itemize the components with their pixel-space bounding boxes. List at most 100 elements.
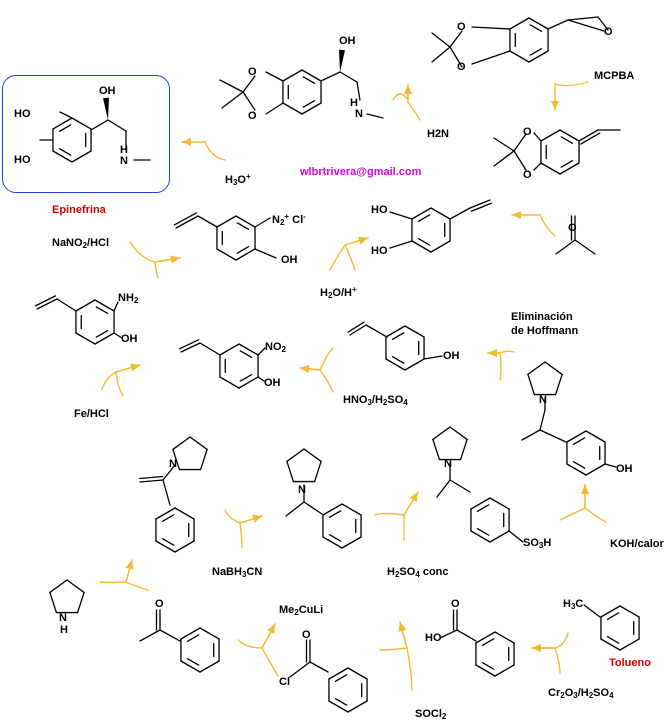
bond bbox=[90, 119, 109, 131]
bond bbox=[239, 350, 253, 359]
bond bbox=[493, 150, 515, 167]
atom-ho: HO bbox=[371, 204, 388, 216]
bond bbox=[529, 47, 543, 56]
bond bbox=[161, 514, 175, 523]
product-highlight-box bbox=[2, 75, 170, 193]
bond bbox=[547, 19, 569, 30]
bond bbox=[186, 634, 200, 643]
bond bbox=[216, 215, 237, 228]
atom-no2: NO2 bbox=[265, 341, 286, 354]
bond bbox=[544, 361, 563, 376]
bond bbox=[58, 124, 72, 133]
bond bbox=[493, 137, 515, 152]
bond bbox=[339, 71, 358, 83]
reagent-curve bbox=[539, 214, 556, 237]
arrow-head bbox=[300, 364, 310, 373]
atom-oh: OH bbox=[616, 463, 633, 475]
arrow-head bbox=[551, 101, 559, 110]
atom-nh: H bbox=[120, 144, 128, 156]
bond bbox=[572, 460, 586, 469]
bond bbox=[334, 674, 348, 683]
bond bbox=[533, 132, 542, 142]
bond bbox=[94, 332, 115, 345]
atom-o: O bbox=[302, 629, 311, 641]
bond bbox=[328, 510, 342, 519]
bond bbox=[578, 129, 599, 142]
bond bbox=[459, 438, 468, 461]
bond bbox=[540, 162, 561, 175]
atom-oh: HO bbox=[425, 632, 442, 644]
atom-oh: OH bbox=[339, 35, 356, 47]
bond bbox=[449, 479, 471, 493]
bond bbox=[619, 638, 640, 651]
reagent-curve bbox=[407, 101, 421, 121]
bond bbox=[254, 217, 271, 228]
bond bbox=[528, 50, 549, 63]
bond bbox=[180, 627, 201, 640]
reagent-curve bbox=[115, 371, 124, 397]
bond bbox=[242, 91, 256, 111]
atom-ho: HO bbox=[14, 154, 31, 166]
bond bbox=[52, 150, 73, 163]
reagent-curve bbox=[319, 369, 334, 393]
bond bbox=[481, 638, 495, 647]
bond bbox=[439, 629, 458, 639]
reagent-cuprate: Me2CuLi bbox=[279, 604, 324, 617]
bond bbox=[328, 700, 349, 713]
reagent-hydronium: H3O+ bbox=[225, 172, 251, 187]
reagent-sulfuric-acid: H2SO4 conc bbox=[387, 566, 449, 579]
bond bbox=[566, 463, 587, 476]
bond bbox=[56, 298, 77, 312]
arrow-head bbox=[125, 560, 134, 570]
bond bbox=[513, 150, 527, 171]
bond bbox=[436, 479, 451, 498]
bond bbox=[404, 358, 425, 371]
bond bbox=[456, 629, 477, 642]
bond bbox=[162, 464, 176, 481]
reagent-curve bbox=[554, 647, 561, 674]
bond bbox=[430, 240, 451, 253]
bond bbox=[585, 463, 606, 476]
bond bbox=[431, 32, 451, 48]
bond bbox=[320, 71, 341, 82]
bond bbox=[476, 527, 490, 536]
bond bbox=[389, 211, 413, 220]
bond bbox=[235, 248, 256, 261]
bond bbox=[585, 430, 606, 443]
bond bbox=[489, 530, 510, 543]
bond bbox=[475, 631, 496, 644]
bond bbox=[489, 497, 510, 510]
bond bbox=[303, 501, 323, 515]
reagent-curve bbox=[379, 647, 408, 651]
reagent-curve bbox=[129, 241, 156, 263]
atom-n: N bbox=[539, 394, 547, 406]
bond bbox=[189, 436, 208, 451]
reagent-thionyl-chloride: SOCl2 bbox=[415, 708, 447, 721]
reagent-curve bbox=[499, 352, 502, 381]
bond bbox=[509, 50, 530, 63]
atom-n: N bbox=[355, 108, 363, 120]
reagent-curve bbox=[319, 347, 334, 371]
reagent-curve bbox=[554, 632, 569, 649]
bond bbox=[606, 612, 620, 621]
bond bbox=[322, 536, 343, 549]
bond bbox=[529, 24, 543, 33]
bond bbox=[155, 540, 176, 553]
bond bbox=[417, 214, 431, 223]
bond bbox=[94, 299, 115, 312]
atom-o: O bbox=[451, 598, 460, 610]
bond bbox=[481, 661, 495, 670]
bond bbox=[432, 426, 451, 441]
bond bbox=[583, 604, 601, 618]
bond bbox=[172, 436, 191, 451]
bond bbox=[560, 159, 574, 168]
atom-n: N bbox=[444, 458, 452, 470]
atom-diazonium: N2+ Cl- bbox=[272, 212, 306, 227]
bond bbox=[219, 79, 244, 93]
bond bbox=[95, 306, 109, 315]
bond bbox=[449, 426, 468, 441]
bond bbox=[52, 117, 73, 130]
bond bbox=[76, 591, 85, 614]
